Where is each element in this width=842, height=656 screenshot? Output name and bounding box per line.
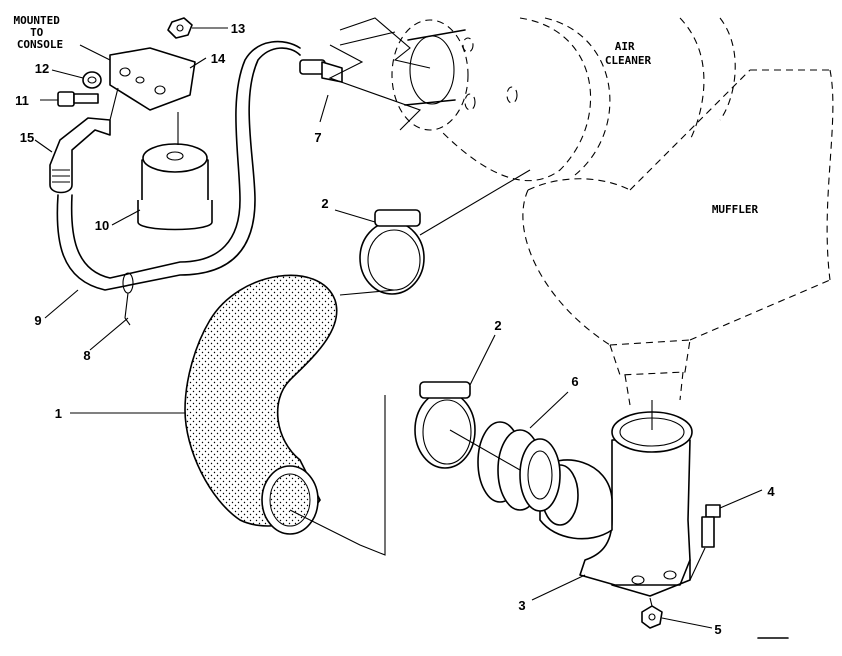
callout-14: 14 [211,51,226,66]
clamp-lower [414,381,476,469]
callout-2-upper: 2 [321,196,328,211]
nut-5 [641,605,663,629]
callout-4: 4 [767,484,775,499]
mounting-bracket [109,47,196,111]
air-cleaner [391,17,736,182]
washer-12 [82,71,102,89]
mounted-line-1: MOUNTED [14,14,61,27]
clamp-upper [359,209,425,295]
filter-canister [137,143,213,231]
tie-strap-8 [122,272,134,326]
muffler [522,69,834,406]
callout-10: 10 [95,218,109,233]
callout-1: 1 [55,406,62,421]
callout-11: 11 [15,93,29,108]
mounted-to-console-label: MOUNTED TO CONSOLE [14,14,67,51]
callout-13: 13 [231,21,245,36]
callout-7: 7 [314,130,321,145]
nut-13 [167,17,193,39]
air-cleaner-line-1: AIR [615,40,635,53]
tube-9 [56,40,301,291]
callout-9: 9 [34,313,41,328]
callout-5: 5 [714,622,721,637]
muffler-label: MUFFLER [712,203,759,216]
fitting-7 [299,59,343,83]
mounted-line-3: CONSOLE [17,38,63,51]
bolt-11 [57,91,99,107]
sleeve [477,421,561,512]
hose-elbow [184,274,338,535]
callout-3: 3 [518,598,525,613]
elbow-fitting-15 [49,117,111,194]
elbow-outlet [539,411,693,597]
assembly-lines [109,17,706,607]
callout-8: 8 [83,348,90,363]
mounted-line-2: TO [30,26,44,39]
callout-15: 15 [20,130,34,145]
air-cleaner-label: AIR CLEANER [605,40,652,67]
callout-12: 12 [35,61,49,76]
callout-6: 6 [571,374,578,389]
capscrew-4 [701,504,721,548]
air-cleaner-line-2: CLEANER [605,54,652,67]
callout-2-lower: 2 [494,318,501,333]
callout-leaders [34,27,763,629]
